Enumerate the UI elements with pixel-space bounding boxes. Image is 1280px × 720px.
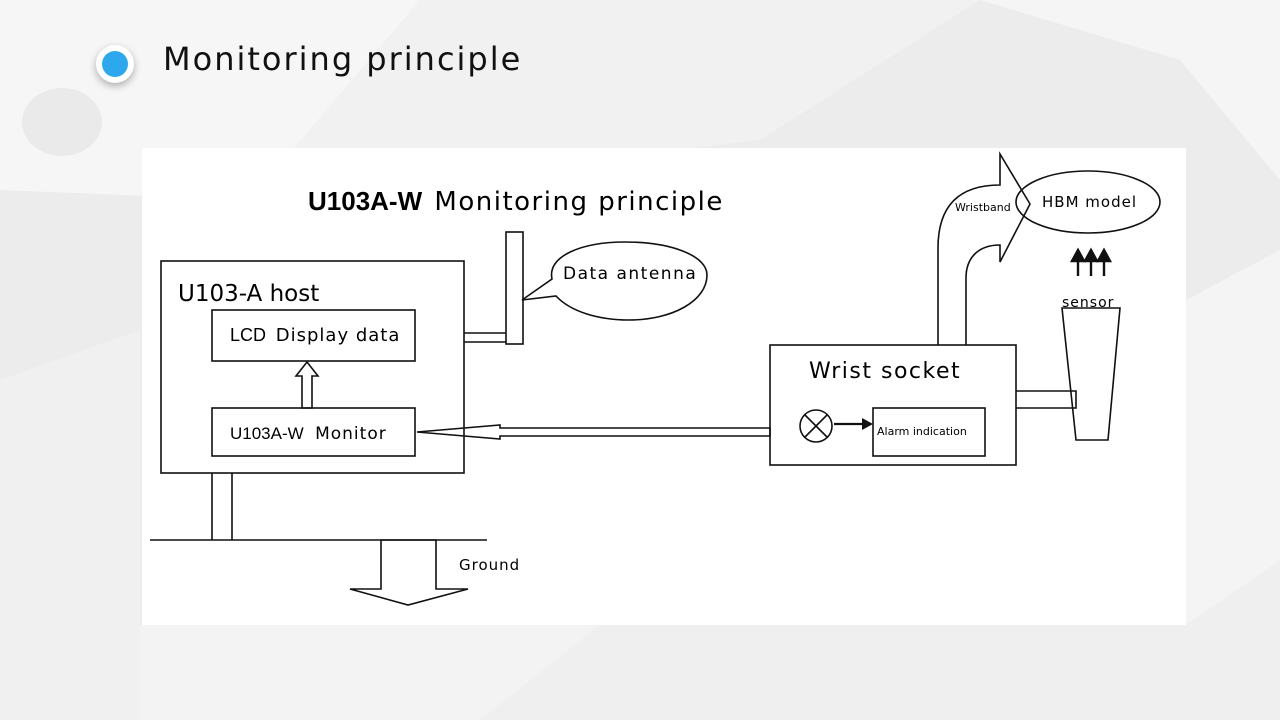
alarm-label: Alarm indication	[877, 425, 967, 438]
host-box	[160, 260, 465, 474]
signal-arrow	[416, 424, 771, 440]
lcd-text: Display data	[275, 325, 401, 346]
title-bullet-icon	[96, 45, 134, 83]
wrist-socket-label: Wrist socket	[809, 359, 962, 384]
antenna-bubble	[521, 241, 708, 321]
sensor-label: sensor	[1062, 295, 1115, 311]
monitor-text: Monitor	[315, 424, 387, 444]
alarm-box	[872, 407, 986, 457]
diagram-drawing	[150, 151, 1161, 606]
lcd-box	[211, 309, 416, 362]
hbm-label: HBM model	[1042, 193, 1137, 211]
wristband-label: Wristband	[955, 201, 1011, 214]
lcd-label: LCD Display data	[230, 325, 400, 346]
host-label: U103-A host	[178, 281, 320, 307]
up-arrow	[294, 360, 320, 409]
ground-arrow	[349, 539, 469, 606]
slide-title: Monitoring principle	[163, 40, 523, 78]
diagram-heading-model: U103A-W	[308, 186, 423, 216]
antenna-mast	[505, 231, 524, 345]
lcd-prefix: LCD	[230, 325, 267, 345]
ground-label: Ground	[459, 556, 521, 574]
wrist-socket-box	[769, 344, 1017, 466]
diagram-panel: U103A-W Monitoring principle U103-A host…	[142, 148, 1186, 625]
monitor-box	[211, 407, 416, 457]
wristband-arrow	[937, 151, 1031, 345]
hbm-ellipse	[1015, 170, 1161, 234]
diagram-heading: U103A-W Monitoring principle	[308, 186, 724, 217]
monitor-prefix: U103A-W	[230, 424, 304, 443]
sensor-body	[1061, 307, 1121, 441]
diagram-heading-text: Monitoring principle	[434, 187, 724, 217]
antenna-label: Data antenna	[563, 264, 698, 284]
monitor-label: U103A-W Monitor	[230, 424, 387, 444]
sensor-arrows-icon	[1069, 247, 1113, 276]
